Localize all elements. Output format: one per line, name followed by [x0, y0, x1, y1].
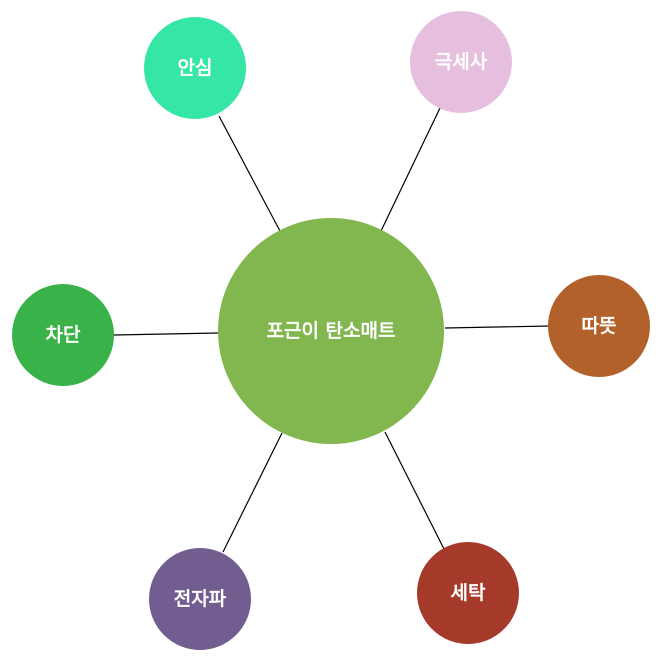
- connector-setak: [384, 431, 446, 552]
- node-ansim: 안심: [144, 17, 246, 119]
- center-node-label: 포근이 탄소매트: [267, 320, 396, 342]
- node-ttatteut: 따뜻: [548, 275, 650, 377]
- node-setak: 세탁: [417, 542, 519, 644]
- node-setak-label: 세탁: [451, 582, 486, 604]
- node-geukse-label: 극세사: [435, 51, 488, 73]
- node-ttatteut-circle: [548, 275, 650, 377]
- center-node-circle: [218, 218, 444, 444]
- connector-chadan: [112, 332, 219, 336]
- node-setak-circle: [417, 542, 519, 644]
- connector-lines: [112, 107, 551, 553]
- center-node: 포근이 탄소매트: [218, 218, 444, 444]
- connector-jeonjapa: [222, 432, 283, 553]
- node-jeonjapa: 전자파: [149, 548, 251, 650]
- node-ttatteut-label: 따뜻: [582, 315, 617, 337]
- connector-geukse: [380, 107, 441, 232]
- node-chadan-label: 차단: [46, 324, 81, 346]
- node-ansim-circle: [144, 17, 246, 119]
- node-geukse: 극세사: [410, 11, 512, 113]
- connector-ansim: [218, 115, 281, 232]
- node-chadan: 차단: [12, 284, 114, 386]
- node-geukse-circle: [410, 11, 512, 113]
- node-chadan-circle: [12, 284, 114, 386]
- node-jeonjapa-circle: [149, 548, 251, 650]
- node-ansim-label: 안심: [178, 57, 213, 79]
- connector-ttatteut: [444, 325, 551, 329]
- node-jeonjapa-label: 전자파: [174, 588, 227, 610]
